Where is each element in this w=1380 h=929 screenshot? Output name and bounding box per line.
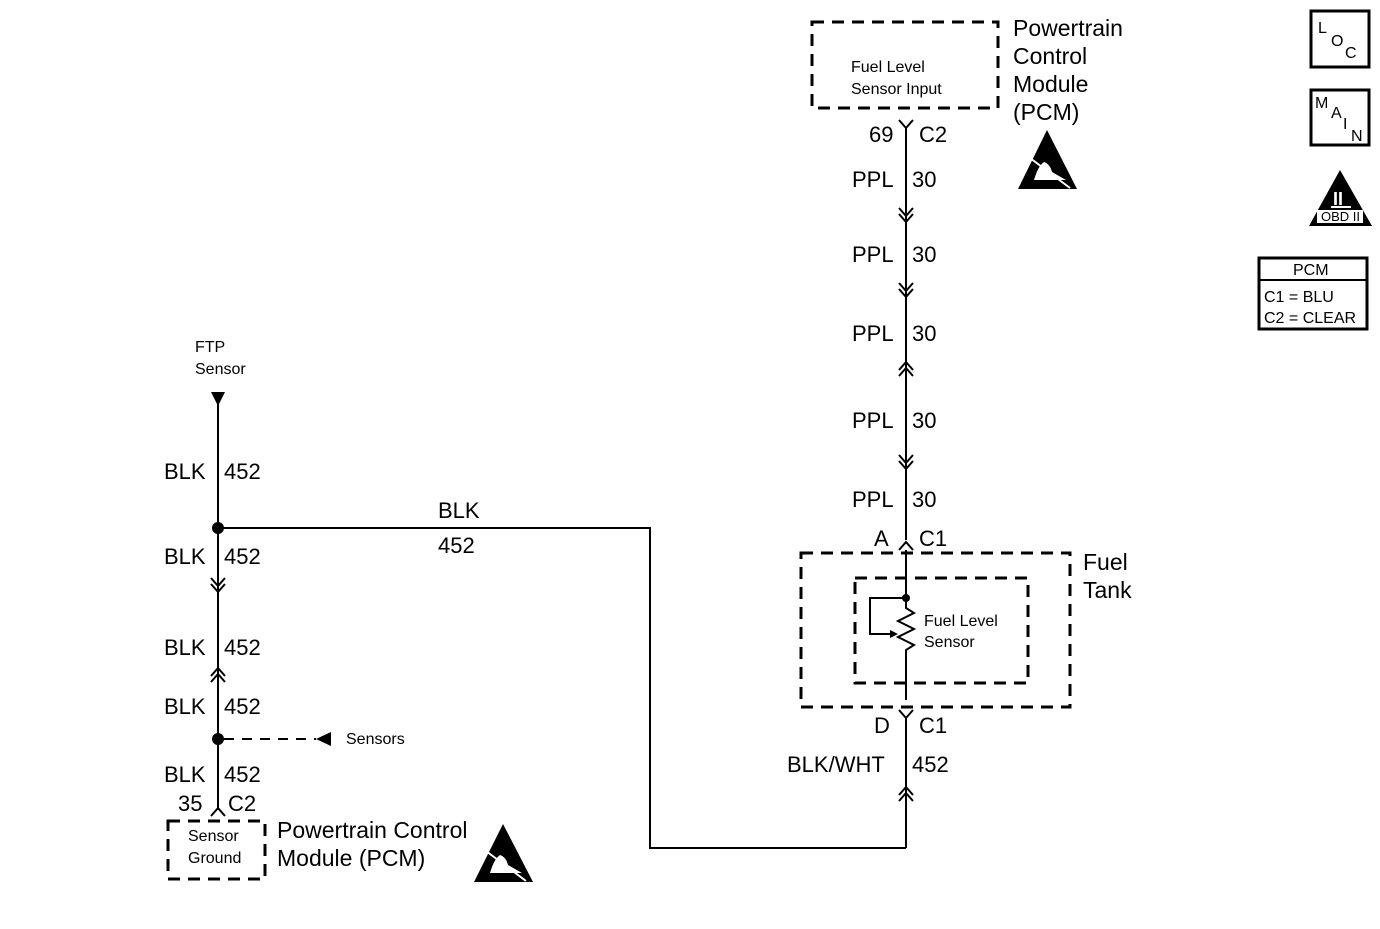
pcm-bottom-box-line2: Ground (188, 850, 241, 867)
splice-dot (212, 522, 224, 534)
pcm-bottom-connector: C2 (228, 791, 256, 816)
obd-ii-icon: II OBD II (1309, 170, 1372, 226)
ppl-label-3-color: PPL (852, 321, 894, 346)
pcm-top-box-line1: Fuel Level (851, 59, 925, 76)
fuel-level-sensor-line2: Sensor (924, 634, 975, 651)
sensors-label: Sensors (346, 731, 405, 748)
pcm-top-pin: 69 (869, 122, 893, 147)
splice-dot (212, 733, 224, 745)
blkwht-color: BLK/WHT (787, 752, 885, 777)
pcm-bottom: Sensor Ground Powertrain Control Module … (166, 817, 533, 882)
pcm-top-title-line1: Powertrain (1013, 15, 1123, 41)
ppl-wire (898, 128, 914, 551)
fuel-level-sensor-box (853, 576, 1030, 685)
pcm-table-header: PCM (1293, 262, 1329, 279)
obd-text: OBD II (1321, 209, 1360, 224)
resistor-wiper (869, 597, 906, 635)
svg-text:O: O (1331, 33, 1343, 50)
ppl-label-4-circuit: 30 (912, 408, 936, 433)
main-icon: M A I N (1309, 88, 1371, 147)
pcm-bottom-title-line1: Powertrain Control (277, 817, 467, 843)
inline-connector (898, 360, 914, 377)
sensors-arrow-icon (316, 732, 331, 746)
fuel-tank-bottom-connector: C1 (919, 713, 947, 738)
pcm-connector-table: PCM C1 = BLU C2 = CLEAR (1257, 256, 1369, 331)
fuel-tank-bottom-terminal (898, 709, 914, 720)
blk-label-1-color: BLK (164, 459, 206, 484)
ftp-label-line2: Sensor (195, 361, 246, 378)
wiper-arrow-icon (890, 630, 898, 638)
svg-text:M: M (1315, 95, 1328, 112)
esd-warning-icon (1018, 130, 1077, 189)
inline-connector (898, 785, 914, 802)
loc-icon: L O C (1309, 9, 1371, 69)
fuel-tank-title-line2: Tank (1083, 577, 1132, 603)
svg-text:A: A (1331, 105, 1342, 122)
blk-label-1-circuit: 452 (224, 459, 261, 484)
blk-wire (210, 404, 331, 817)
svg-text:I: I (1343, 116, 1347, 133)
blk-label-4-color: BLK (164, 694, 206, 719)
ftp-sensor-arrow-icon (211, 392, 225, 406)
ppl-label-2-color: PPL (852, 242, 894, 267)
pcm-table-row1: C1 = BLU (1264, 289, 1334, 306)
ppl-label-1-circuit: 30 (912, 167, 936, 192)
blk-label-3-color: BLK (164, 635, 206, 660)
fuel-tank-top-connector: C1 (919, 526, 947, 551)
fuel-tank-box (799, 551, 1072, 709)
fuel-level-sensor-line1: Fuel Level (924, 613, 998, 630)
svg-text:N: N (1351, 128, 1363, 145)
pcm-top-title-line4: (PCM) (1013, 99, 1079, 125)
obd-numeral: II (1333, 189, 1343, 209)
ppl-label-5-color: PPL (852, 487, 894, 512)
blk-label-2-circuit: 452 (224, 544, 261, 569)
ppl-label-2-circuit: 30 (912, 242, 936, 267)
ppl-label-5-circuit: 30 (912, 487, 936, 512)
fuel-tank-title-line1: Fuel (1083, 549, 1128, 575)
pcm-table-row2: C2 = CLEAR (1264, 310, 1356, 327)
fuel-tank-top-pin: A (874, 526, 889, 551)
pcm-bottom-ground-box (166, 819, 267, 881)
fuel-tank: Fuel Tank Fuel Level Sensor (799, 549, 1132, 709)
inline-connector (898, 454, 914, 471)
pcm-top-input-box (810, 20, 1000, 110)
blk-horizontal-circuit: 452 (438, 533, 475, 558)
inline-connector (898, 207, 914, 224)
pcm-bottom-terminal (210, 806, 226, 817)
pcm-top-title-line2: Control (1013, 43, 1087, 69)
inline-connector (898, 282, 914, 299)
blkwht-wire (218, 527, 914, 849)
ppl-label-1-color: PPL (852, 167, 894, 192)
pcm-top-terminal (898, 119, 914, 130)
svg-text:C: C (1345, 45, 1357, 62)
fuel-tank-top-terminal (898, 540, 914, 551)
pcm-top-title-line3: Module (1013, 71, 1088, 97)
blk-label-4-circuit: 452 (224, 694, 261, 719)
pcm-bottom-pin: 35 (178, 791, 202, 816)
inline-connector (210, 577, 226, 594)
pcm-top-connector: C2 (919, 122, 947, 147)
variable-resistor-icon (895, 598, 917, 700)
pcm-top: Fuel Level Sensor Input Powertrain Contr… (810, 15, 1123, 189)
inline-connector (210, 666, 226, 683)
blk-horizontal-color: BLK (438, 498, 480, 523)
blk-label-5-color: BLK (164, 762, 206, 787)
ppl-label-3-circuit: 30 (912, 321, 936, 346)
pcm-top-box-line2: Sensor Input (851, 81, 942, 98)
blk-label-3-circuit: 452 (224, 635, 261, 660)
fuel-tank-bottom-pin: D (874, 713, 890, 738)
pcm-bottom-title-line2: Module (PCM) (277, 845, 425, 871)
blkwht-circuit: 452 (912, 752, 949, 777)
ftp-label-line1: FTP (195, 339, 225, 356)
ppl-label-4-color: PPL (852, 408, 894, 433)
blk-label-5-circuit: 452 (224, 762, 261, 787)
blk-label-2-color: BLK (164, 544, 206, 569)
esd-warning-icon (474, 824, 533, 882)
pcm-bottom-box-line1: Sensor (188, 828, 239, 845)
svg-text:L: L (1318, 20, 1327, 37)
